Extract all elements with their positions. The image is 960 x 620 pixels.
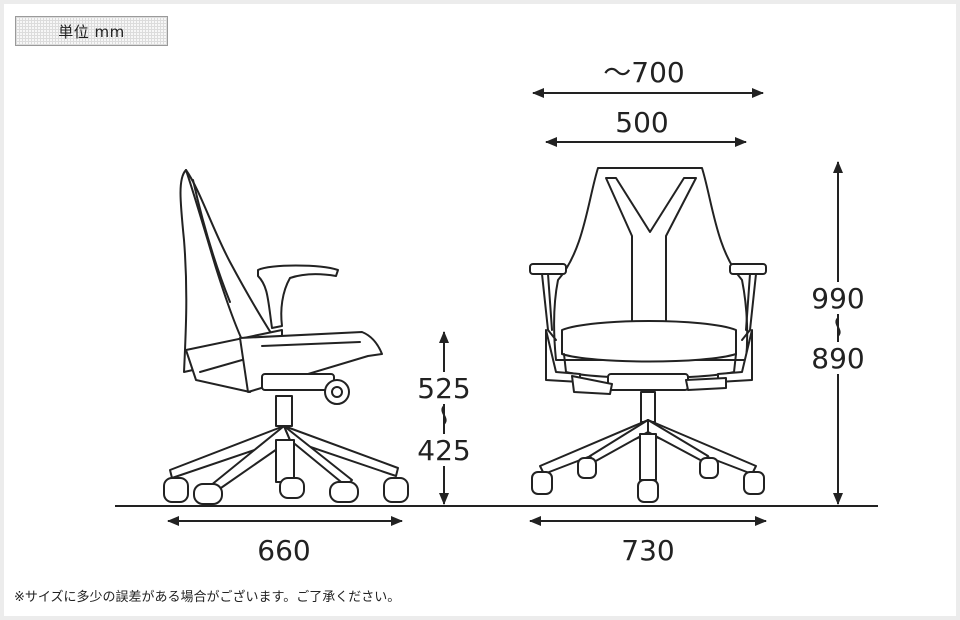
overall-height-range-mark	[835, 317, 841, 337]
front-width-value: 730	[621, 534, 674, 567]
seat-height-min-value: 425	[417, 434, 470, 467]
front-view-chair	[529, 167, 767, 503]
side-view-chair	[163, 169, 409, 505]
overall-height-min-value: 890	[811, 342, 864, 375]
side-depth-value: 660	[257, 534, 310, 567]
overall-width-value: ～700	[603, 56, 684, 89]
seat-height-range-mark	[441, 405, 447, 425]
overall-height-max-value: 990	[811, 282, 864, 315]
seat-width-value: 500	[615, 106, 668, 139]
tolerance-note: ※サイズに多少の誤差がある場合がございます。ご了承ください。	[14, 590, 401, 605]
diagram-canvas	[4, 4, 956, 616]
seat-height-max-value: 525	[417, 372, 470, 405]
unit-label: 単位 mm	[15, 16, 168, 46]
